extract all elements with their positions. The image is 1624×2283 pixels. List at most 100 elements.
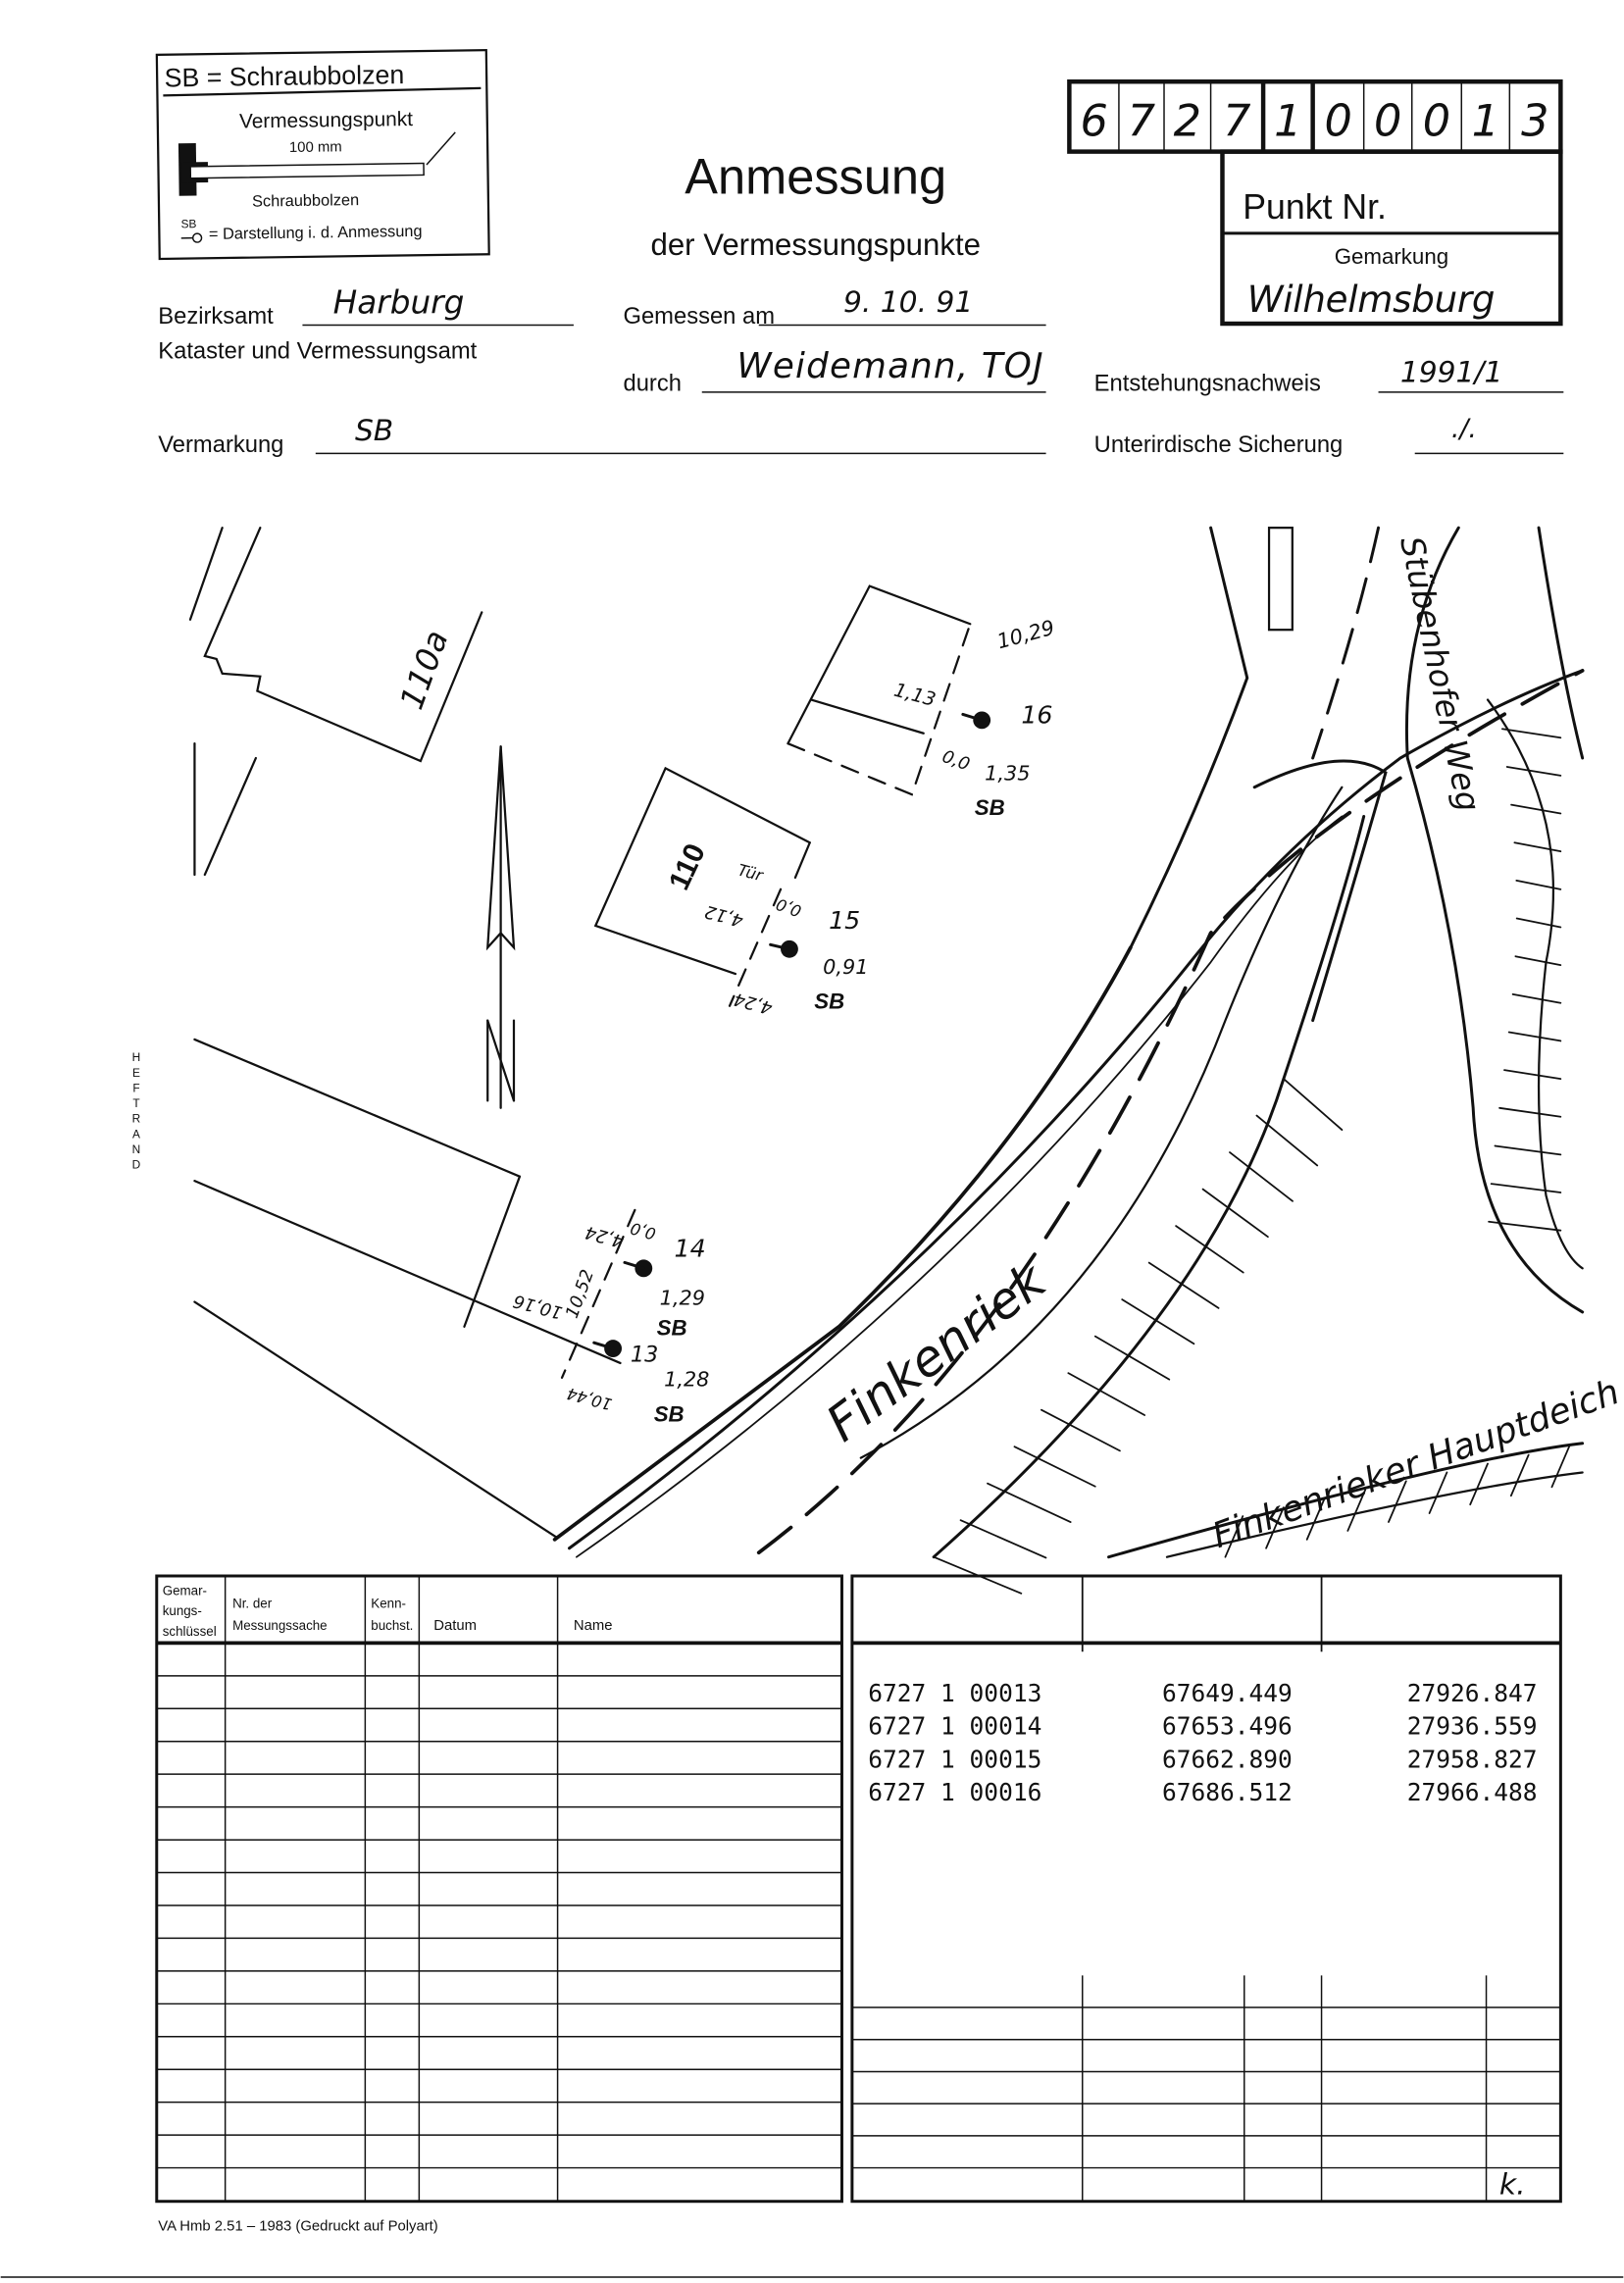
- road-stuebenhofer-weg: [1129, 526, 1585, 1314]
- header-gemarkung-3: schlüssel: [163, 1624, 217, 1639]
- p14-measure-d: 1,29: [660, 1286, 705, 1309]
- header-nr-1: Nr. der: [232, 1597, 273, 1611]
- point-number-digit: 3: [1521, 95, 1548, 146]
- street-label-stuebenhofer-weg: Stübenhofer Weg: [1393, 533, 1487, 815]
- hatch-line: [1507, 1031, 1562, 1042]
- punkt-nr-label: Punkt Nr.: [1243, 187, 1387, 227]
- hatch-line: [1490, 1183, 1562, 1193]
- hatch-line: [1121, 1298, 1195, 1345]
- heftrand-letter: A: [132, 1127, 140, 1141]
- initial-mark: k.: [1499, 2167, 1526, 2202]
- p15-door-label: Tür: [736, 860, 766, 885]
- point-id: 6727 1 00014: [868, 1712, 1041, 1741]
- hatch-line: [959, 1519, 1047, 1559]
- sicherung-label: Unterirdische Sicherung: [1094, 431, 1344, 458]
- vermarkung-label: Vermarkung: [158, 431, 283, 458]
- building-16: [787, 584, 991, 796]
- point-id: 6727 1 00016: [868, 1778, 1041, 1806]
- footer-form-id: VA Hmb 2.51 – 1983 (Gedruckt auf Polyart…: [158, 2218, 438, 2234]
- p16-number: 16: [1021, 700, 1052, 729]
- hatch-line: [1503, 1069, 1562, 1080]
- coord-y: 27958.827: [1407, 1745, 1538, 1773]
- p13-measure-a: 10,52: [562, 1267, 598, 1321]
- header-datum: Datum: [433, 1618, 477, 1634]
- heftrand-letter: D: [132, 1158, 141, 1172]
- hatch-line: [1175, 1225, 1244, 1274]
- hatch-line: [1494, 1144, 1562, 1156]
- hatch-line: [1513, 841, 1562, 853]
- gemarkung-label: Gemarkung: [1335, 244, 1448, 269]
- hatch-line: [1514, 955, 1562, 967]
- p13-measure-c: 10,44: [565, 1384, 614, 1413]
- survey-point-symbol-icon: [180, 232, 203, 243]
- hatch-line: [1201, 1188, 1269, 1239]
- hatch-line: [1346, 1489, 1367, 1532]
- heftrand-letter: R: [132, 1112, 141, 1126]
- p15-measure-e: 4,24: [732, 989, 775, 1019]
- coord-x: 67686.512: [1162, 1778, 1293, 1806]
- heftrand-letter: N: [132, 1142, 141, 1156]
- hatch-line: [1067, 1372, 1146, 1416]
- legend-symbol-sb: SB: [180, 217, 196, 230]
- point-number-digit: 1: [1274, 95, 1301, 146]
- p16-measure-d: 1,35: [985, 761, 1030, 785]
- legend-box: SB = Schraubbolzen Vermessungspunkt 100 …: [155, 49, 490, 261]
- p16-measure-a: 10,29: [994, 616, 1057, 654]
- point-id: 6727 1 00015: [868, 1745, 1041, 1773]
- p14-measure-a: 0,0: [629, 1219, 658, 1243]
- header-kenn-1: Kenn-: [371, 1597, 406, 1611]
- hatch-line: [1040, 1408, 1121, 1452]
- hatch-line: [1283, 1078, 1344, 1131]
- hatch-line: [1388, 1480, 1407, 1523]
- point-number-digit: 6: [1080, 95, 1107, 146]
- hatch-line: [1510, 803, 1562, 815]
- hatch-line: [1505, 766, 1562, 777]
- bolt-icon: [178, 131, 456, 196]
- north-arrow-icon: [485, 745, 516, 1109]
- hatch-line: [1501, 728, 1562, 739]
- street-label-finkenriek: Finkenriek: [816, 1250, 1058, 1452]
- gemessen-label: Gemessen am: [623, 303, 775, 330]
- bezirksamt-label: Bezirksamt: [158, 303, 274, 330]
- p14-number: 14: [675, 1234, 706, 1262]
- hatch-line: [1469, 1462, 1489, 1506]
- durch-value: Weidemann, TOJ: [736, 346, 1042, 386]
- hatch-line: [1093, 1335, 1171, 1381]
- hatch-line: [1488, 1220, 1562, 1232]
- hatch-line: [1013, 1446, 1096, 1488]
- header-gemarkung-1: Gemar-: [163, 1583, 207, 1598]
- header-nr-2: Messungssache: [232, 1618, 328, 1633]
- hatch-line: [987, 1482, 1072, 1524]
- header-name: Name: [574, 1618, 613, 1634]
- bezirksamt-value: Harburg: [333, 284, 465, 322]
- point-number-digit: 0: [1374, 95, 1401, 146]
- coord-y: 27926.847: [1407, 1679, 1538, 1707]
- heftrand-letter: E: [132, 1066, 140, 1080]
- p16-measure-c: 0,0: [939, 746, 973, 775]
- legend-bolt-label: Schraubbolzen: [252, 191, 359, 211]
- hatch-line: [1515, 880, 1562, 890]
- p16-measure-b: 1,13: [891, 679, 939, 711]
- hatch-line: [1305, 1497, 1326, 1541]
- hatch-line: [1229, 1151, 1294, 1202]
- p15-measure-b: 0,0: [774, 894, 804, 921]
- p15-mark: SB: [814, 989, 844, 1014]
- entstehung-value: 1991/1: [1400, 355, 1503, 389]
- point-id: 6727 1 00013: [868, 1679, 1041, 1707]
- gemessen-value: 9. 10. 91: [843, 285, 973, 320]
- left-table: Gemar- kungs- schlüssel Nr. der Messungs…: [155, 1574, 843, 2204]
- coord-x: 67653.496: [1162, 1712, 1293, 1741]
- header-kenn-2: buchst.: [371, 1618, 413, 1633]
- p13-measure-d: 1,28: [664, 1368, 709, 1392]
- sicherung-value: ./.: [1451, 414, 1477, 444]
- survey-map: 110a 10,29 1,13 16 0,0 1,35 SB: [188, 526, 1624, 1595]
- hatch-line: [1224, 1515, 1244, 1558]
- vermarkung-value: SB: [355, 414, 393, 448]
- point-number-digit: 0: [1423, 95, 1450, 146]
